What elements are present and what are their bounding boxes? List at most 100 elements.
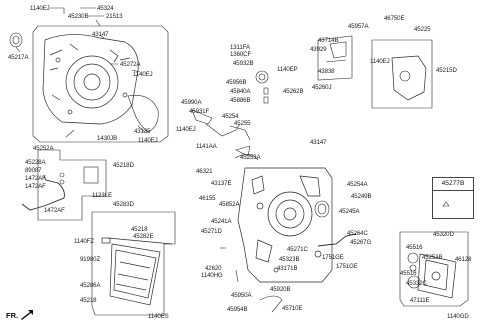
part-label: 1751GE xyxy=(336,263,358,270)
part-label: 45852A xyxy=(219,201,240,208)
part-label: 45272A xyxy=(120,61,141,68)
part-label: 1472AF xyxy=(44,207,65,214)
part-label: 45264C xyxy=(347,230,368,237)
part-label: 1140HG xyxy=(201,272,223,279)
part-label: 46155 xyxy=(199,195,216,202)
part-label: 43929 xyxy=(310,46,327,53)
part-label: 45267G xyxy=(350,239,372,246)
part-label: 45218 xyxy=(131,226,148,233)
cover-group-outline xyxy=(371,39,433,109)
part-label: 45241A xyxy=(211,218,232,225)
part-label: 42620 xyxy=(205,265,222,272)
part-label: 45217A xyxy=(8,54,29,61)
part-label: 1140EJ xyxy=(176,126,196,133)
part-label: 45215D xyxy=(436,67,457,74)
part-label: 45932B xyxy=(233,60,254,67)
part-label: 45271C xyxy=(287,246,308,253)
part-label: 45260J xyxy=(312,84,332,91)
part-label: 43147 xyxy=(92,31,109,38)
oil-seal-drawing xyxy=(9,32,23,48)
part-label: 45956B xyxy=(226,79,247,86)
part-label: 1140EJ xyxy=(30,5,50,12)
part-label: 46128 xyxy=(455,256,472,263)
part-label: 21513 xyxy=(106,13,123,20)
part-label: 45262B xyxy=(283,88,304,95)
part-label: 1311FA xyxy=(230,44,250,51)
part-label: 45840A xyxy=(230,88,251,95)
part-label: 45249B xyxy=(351,193,372,200)
part-label: 45920B xyxy=(270,286,291,293)
part-label: 45255 xyxy=(234,120,251,127)
part-label: 1140EP xyxy=(277,66,298,73)
housing-group-outline xyxy=(32,25,169,143)
part-label: 45218D xyxy=(113,162,134,169)
solenoid-bracket-drawing xyxy=(325,41,347,63)
part-label: 1360CF xyxy=(230,51,252,58)
part-label: 1472AF xyxy=(25,175,46,182)
part-label: 1140GD xyxy=(447,313,469,320)
part-label: 1140EJ xyxy=(370,58,390,65)
reference-part-label: 45277B xyxy=(433,178,473,191)
part-label: 1140ES xyxy=(148,313,169,320)
part-label: 43135 xyxy=(134,128,151,135)
part-label: 1430JB xyxy=(97,135,118,142)
part-label: 45282E xyxy=(133,233,154,240)
part-label: 45252A xyxy=(33,145,54,152)
part-label: 45516 xyxy=(406,244,423,251)
part-label: 1141AA xyxy=(196,143,217,150)
part-label: 45516 xyxy=(400,270,417,277)
part-label: 46321 xyxy=(196,168,213,175)
breather-tube-drawing xyxy=(21,175,65,211)
part-label: 45253B xyxy=(422,254,443,261)
cover-plate-drawing xyxy=(127,95,159,133)
part-label: 46750E xyxy=(384,15,405,22)
part-label: 43714B xyxy=(318,37,339,44)
part-label: 45886B xyxy=(230,97,251,104)
output-seal-drawing xyxy=(314,200,330,218)
oil-pipe-drawing xyxy=(317,233,357,247)
part-label: 43147 xyxy=(310,139,327,146)
part-label: 45230B xyxy=(68,13,89,20)
part-label: 1140EJ xyxy=(138,137,158,144)
part-label: 45990A xyxy=(181,99,202,106)
part-label: 1472AF xyxy=(25,183,46,190)
transmission-case-front-drawing xyxy=(42,34,139,125)
part-label: 1751GE xyxy=(322,254,344,261)
part-label: 45957A xyxy=(348,23,369,30)
side-cover-drawing xyxy=(391,55,427,101)
part-label: 91980Z xyxy=(80,256,101,263)
part-label: 89087 xyxy=(25,167,42,174)
shift-lever-drawing xyxy=(191,109,241,137)
part-label: 45218 xyxy=(80,297,97,304)
part-label: 45286A xyxy=(80,282,101,289)
part-label: 45271D xyxy=(201,228,222,235)
part-label: 47111E xyxy=(410,297,430,304)
part-label: 45225 xyxy=(414,26,431,33)
part-label: 45323B xyxy=(279,256,300,263)
front-arrow-icon xyxy=(21,310,33,320)
part-label: 45324 xyxy=(97,5,114,12)
part-label: 1140EJ xyxy=(133,71,153,78)
part-label: 1140FZ xyxy=(74,238,94,245)
part-label: 45332C xyxy=(406,280,427,287)
part-label: 45253A xyxy=(240,154,261,161)
part-label: 45254A xyxy=(347,181,368,188)
pinion-gear-drawing xyxy=(255,70,269,84)
part-label: 43137E xyxy=(211,180,232,187)
part-label: 45320D xyxy=(433,231,454,238)
breather-group-outline xyxy=(37,149,107,221)
part-label: 45245A xyxy=(339,208,360,215)
reference-part-box: 45277B xyxy=(432,177,474,219)
part-label: 45954B xyxy=(227,306,248,313)
breather-bracket-drawing xyxy=(83,166,99,184)
part-label: 45228A xyxy=(25,159,46,166)
part-label: 45710E xyxy=(282,305,303,312)
part-label: 45950A xyxy=(231,292,252,299)
front-marker: FR. xyxy=(6,311,19,320)
solenoid-group-outline xyxy=(317,35,353,81)
oil-pan-group-outline xyxy=(91,211,176,316)
part-label: 43838 xyxy=(318,68,335,75)
part-label: 45254 xyxy=(222,113,239,120)
part-label: 1123LE xyxy=(92,192,112,199)
